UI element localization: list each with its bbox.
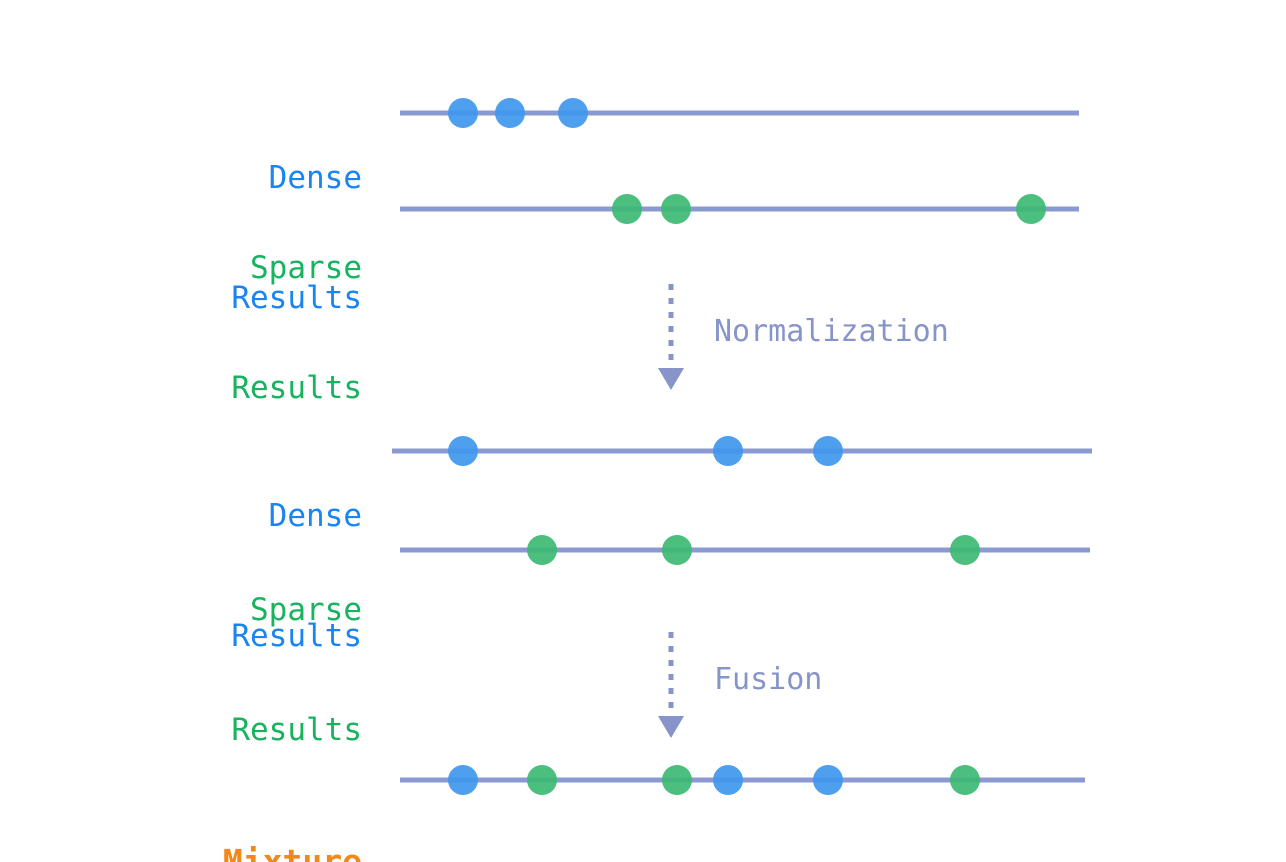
result-dot-mixture-2[interactable] [662, 765, 692, 795]
dots-layer [448, 98, 1046, 795]
result-dot-dense-results-raw-0[interactable] [448, 98, 478, 128]
result-dot-mixture-5[interactable] [950, 765, 980, 795]
result-dot-sparse-results-raw-1[interactable] [661, 194, 691, 224]
row-label-line: Results [231, 712, 362, 748]
row-label-dense-results-normalized: Dense Results [231, 416, 362, 736]
stage-label-normalization: Normalization [714, 314, 949, 349]
row-label-mixture: Mixture [223, 762, 362, 862]
normalization-arrow-head [658, 368, 684, 390]
result-dot-dense-results-raw-2[interactable] [558, 98, 588, 128]
row-label-sparse-results-normalized: Sparse Results [231, 510, 362, 830]
row-label-sparse-results-raw: Sparse Results [231, 168, 362, 488]
result-dot-mixture-3[interactable] [713, 765, 743, 795]
row-label-line: Mixture [222, 842, 362, 862]
result-dot-dense-results-normalized-1[interactable] [713, 436, 743, 466]
row-label-dense-results-raw: Dense Results [231, 78, 362, 398]
result-dot-mixture-1[interactable] [527, 765, 557, 795]
result-dot-sparse-results-normalized-1[interactable] [662, 535, 692, 565]
stage-label-fusion: Fusion [714, 662, 823, 697]
row-label-line: Sparse [250, 592, 362, 628]
result-dot-sparse-results-normalized-0[interactable] [527, 535, 557, 565]
result-dot-dense-results-normalized-2[interactable] [813, 436, 843, 466]
row-label-line: Results [231, 370, 362, 406]
result-dot-sparse-results-raw-2[interactable] [1016, 194, 1046, 224]
result-dot-mixture-4[interactable] [813, 765, 843, 795]
result-dot-sparse-results-raw-0[interactable] [612, 194, 642, 224]
row-label-line: Results [231, 618, 362, 654]
result-dot-dense-results-raw-1[interactable] [495, 98, 525, 128]
arrows-layer [658, 284, 684, 738]
result-dot-dense-results-normalized-0[interactable] [448, 436, 478, 466]
result-dot-sparse-results-normalized-2[interactable] [950, 535, 980, 565]
result-dot-mixture-0[interactable] [448, 765, 478, 795]
row-label-line: Sparse [250, 250, 362, 286]
row-label-line: Results [231, 280, 362, 316]
row-label-line: Dense [268, 160, 362, 196]
fusion-arrow-head [658, 716, 684, 738]
row-label-line: Dense [268, 498, 362, 534]
